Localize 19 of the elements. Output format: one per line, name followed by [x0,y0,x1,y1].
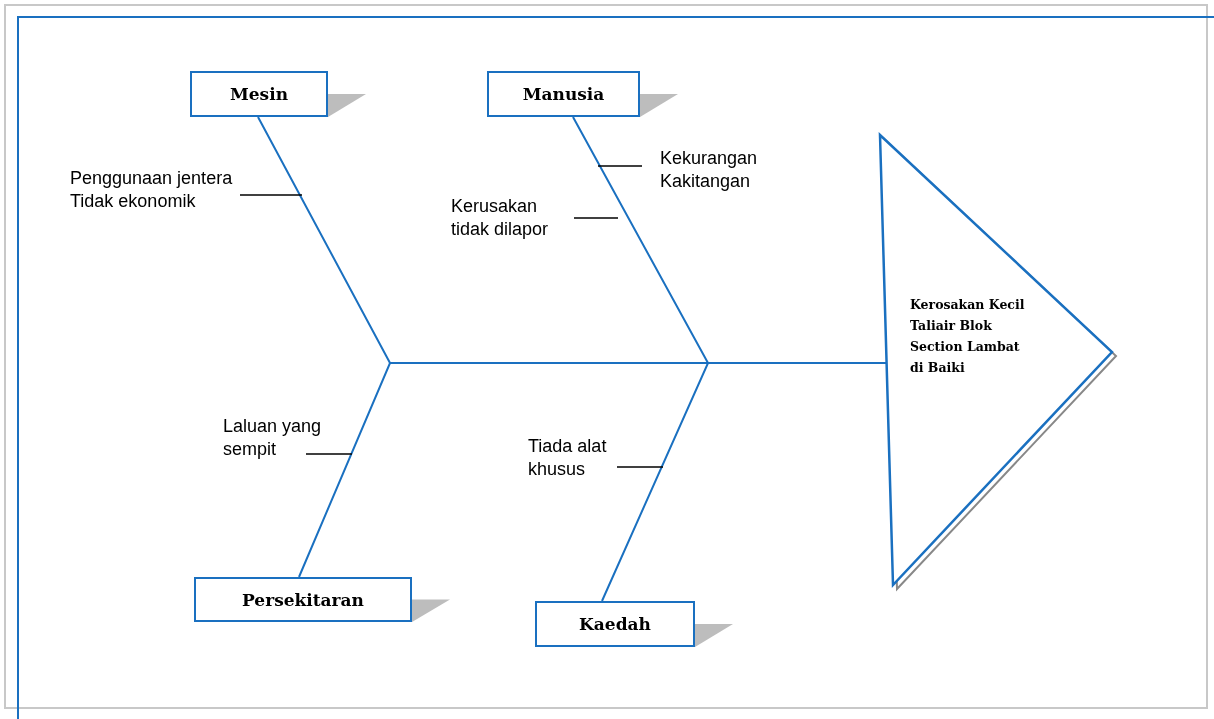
category-box [190,71,328,117]
category-label: Persekitaran [242,589,364,610]
cause-label: Penggunaan jentera Tidak ekonomik [70,167,234,213]
effect-text: Kerosakan Kecil Taliair Blok Section Lambat di Baiki [910,296,1026,377]
category-box [535,601,695,647]
category-label: Kaedah [579,614,651,634]
leader-line [573,217,619,219]
leader-line [239,194,303,196]
category-box [194,577,412,622]
category-label: Manusia [522,84,605,104]
cause-label: Kekurangan Kakitangan [660,147,759,193]
cause-label: Kerusakan tidak dilapor [451,195,550,241]
leader-line [616,466,664,468]
cause-label: Laluan yang sempit [223,415,323,461]
leader-line [597,165,643,167]
cause-label: Tiada alat khusus [528,435,608,481]
leader-line [305,453,353,455]
category-box [487,71,640,117]
category-label: Mesin [230,84,288,104]
